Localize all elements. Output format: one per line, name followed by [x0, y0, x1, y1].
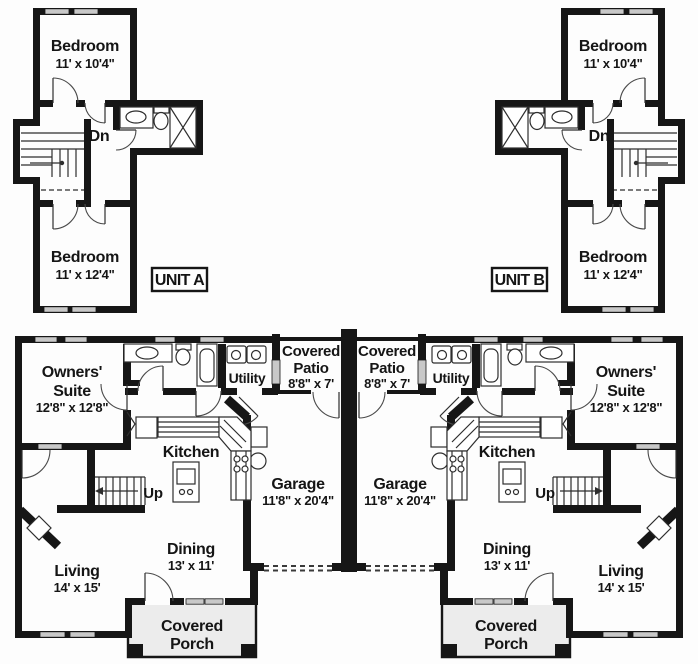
room-label-owners-suite-1: Owners'	[42, 364, 102, 381]
stairs-down-label-a: Dn	[89, 128, 110, 145]
room-dims-bedroom-rear-b: 11' x 12'4"	[584, 267, 643, 282]
room-label-patio-1: Covered	[282, 343, 340, 360]
room-label-porch-1: Covered	[161, 618, 223, 635]
room-dims-dining: 13' x 11'	[484, 558, 530, 573]
room-label-utility: Utility	[433, 370, 470, 386]
room-label-patio-1: Covered	[358, 343, 416, 360]
room-label-garage: Garage	[373, 476, 427, 493]
room-label-kitchen: Kitchen	[163, 444, 220, 461]
room-label-bedroom-rear-a: Bedroom	[51, 249, 119, 266]
main-floor-labels-unit-b: Owners' Suite 12'8" x 12'8" Utility Cove…	[358, 343, 663, 653]
unit-b-badge: UNIT B	[490, 266, 549, 293]
room-label-bedroom-front-a: Bedroom	[51, 38, 119, 55]
room-dims-bedroom-front-a: 11' x 10'4"	[56, 56, 115, 71]
room-label-patio-2: Patio	[293, 360, 328, 377]
unit-b-label: UNIT B	[495, 272, 545, 289]
room-dims-patio: 8'8" x 7'	[288, 376, 334, 391]
stairs-up-label: Up	[143, 485, 163, 502]
stairs-up-label: Up	[535, 485, 555, 502]
room-label-dining: Dining	[167, 541, 215, 558]
stairs-down-label-b: Dn	[589, 128, 610, 145]
room-dims-garage: 11'8" x 20'4"	[364, 493, 436, 508]
room-label-patio-2: Patio	[369, 360, 404, 377]
room-label-dining: Dining	[483, 541, 531, 558]
room-label-owners-suite-2: Suite	[607, 383, 645, 400]
room-label-living: Living	[598, 563, 643, 580]
room-label-porch-1: Covered	[475, 618, 537, 635]
room-dims-living: 14' x 15'	[54, 580, 101, 595]
room-label-owners-suite-2: Suite	[53, 383, 91, 400]
room-label-kitchen: Kitchen	[479, 444, 536, 461]
room-dims-bedroom-rear-a: 11' x 12'4"	[56, 267, 115, 282]
room-label-living: Living	[54, 563, 99, 580]
room-dims-patio: 8'8" x 7'	[364, 376, 410, 391]
room-dims-garage: 11'8" x 20'4"	[262, 493, 334, 508]
upper-floor-labels: Bedroom 11' x 10'4" Dn Bedroom 11' x 12'…	[51, 38, 648, 282]
room-label-garage: Garage	[271, 476, 325, 493]
room-dims-owners-suite: 12'8" x 12'8"	[36, 400, 109, 415]
room-label-bedroom-rear-b: Bedroom	[579, 249, 647, 266]
room-label-porch-2: Porch	[484, 636, 528, 653]
room-dims-dining: 13' x 11'	[168, 558, 214, 573]
room-dims-owners-suite: 12'8" x 12'8"	[590, 400, 663, 415]
room-dims-living: 14' x 15'	[598, 580, 645, 595]
room-dims-bedroom-front-b: 11' x 10'4"	[584, 56, 643, 71]
unit-a-label: UNIT A	[155, 272, 205, 289]
room-label-bedroom-front-b: Bedroom	[579, 38, 647, 55]
unit-a-badge: UNIT A	[150, 266, 209, 293]
room-label-porch-2: Porch	[170, 636, 214, 653]
room-label-owners-suite-1: Owners'	[596, 364, 656, 381]
main-floor-labels-unit-a: Owners' Suite 12'8" x 12'8" Utility Cove…	[36, 343, 341, 653]
room-label-utility: Utility	[229, 370, 266, 386]
